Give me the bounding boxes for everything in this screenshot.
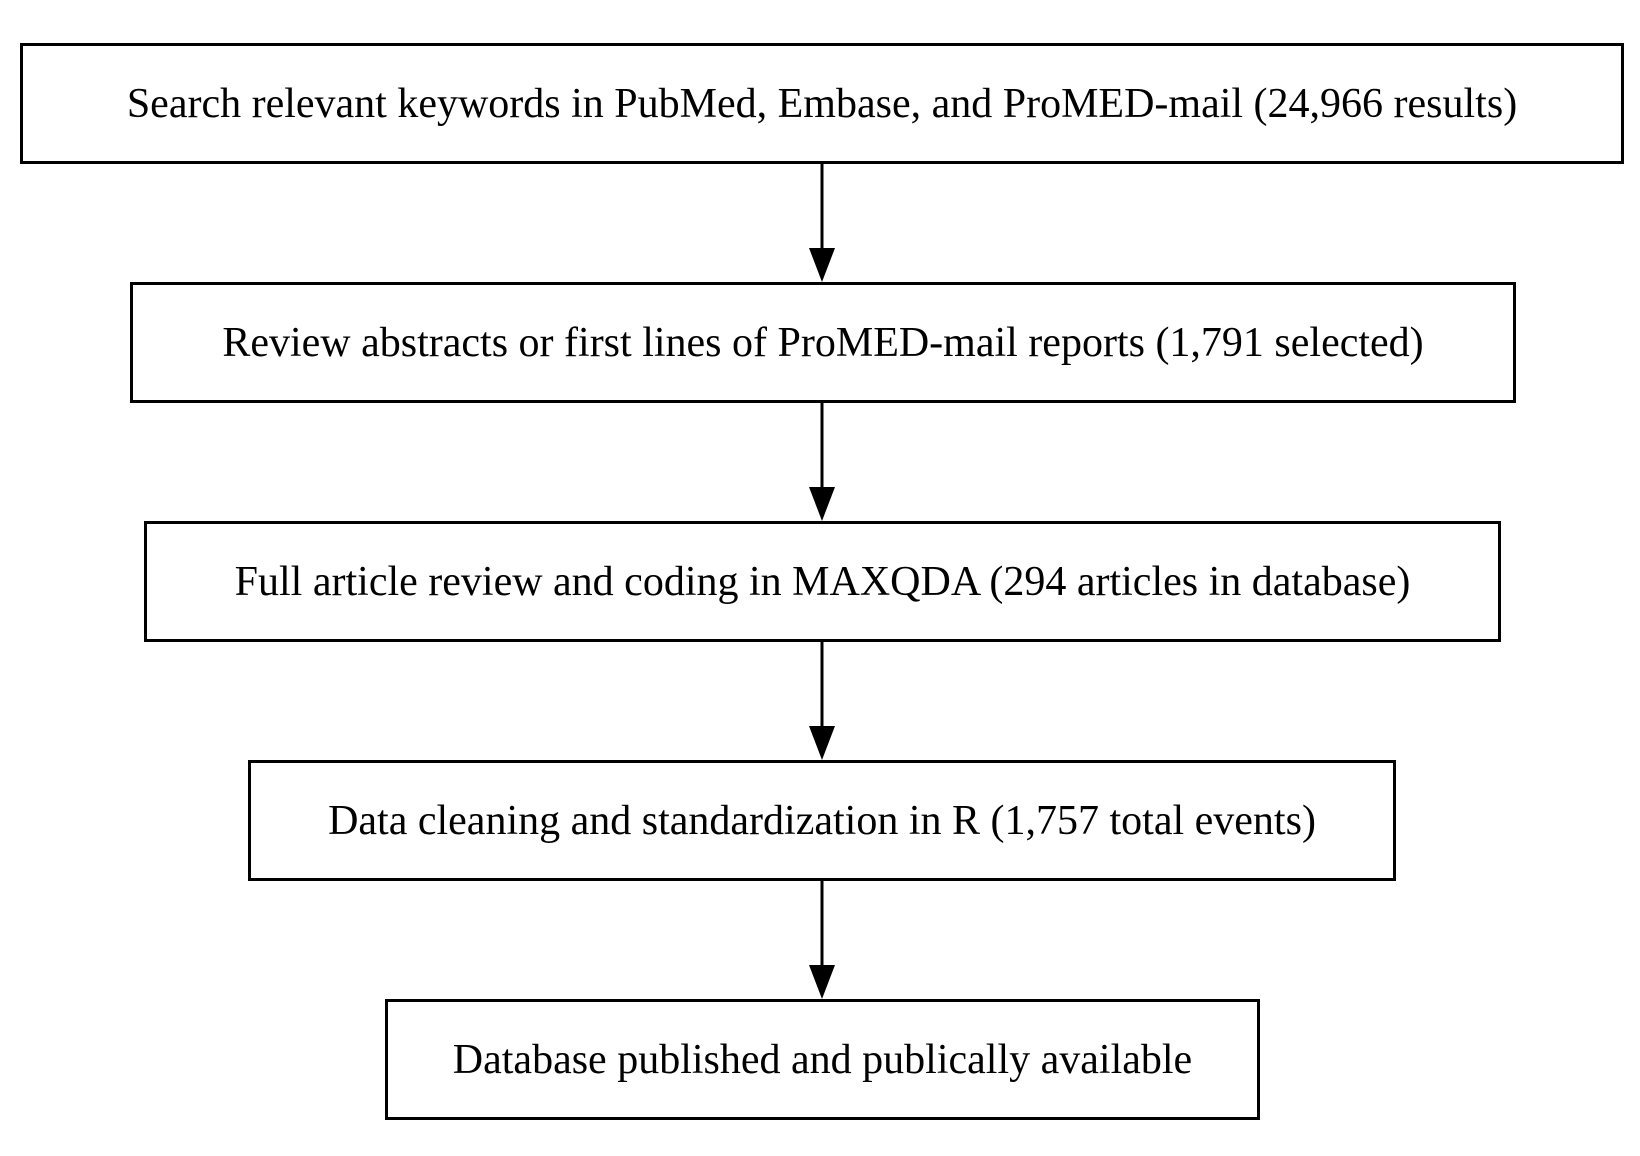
arrow-step3-to-step4 bbox=[809, 642, 835, 760]
arrow-head bbox=[809, 726, 835, 760]
step-search-keywords: Search relevant keywords in PubMed, Emba… bbox=[20, 43, 1624, 164]
step-data-cleaning: Data cleaning and standardization in R (… bbox=[248, 760, 1396, 881]
step-label: Review abstracts or first lines of ProME… bbox=[222, 319, 1424, 366]
step-label: Database published and publically availa… bbox=[452, 1036, 1193, 1083]
arrow-step1-to-step2 bbox=[809, 164, 835, 282]
arrow-step2-to-step3 bbox=[809, 403, 835, 521]
arrow-head bbox=[809, 965, 835, 999]
step-label: Data cleaning and standardization in R (… bbox=[328, 797, 1316, 844]
step-label: Search relevant keywords in PubMed, Emba… bbox=[126, 80, 1518, 127]
arrow-head bbox=[809, 248, 835, 282]
step-label: Full article review and coding in MAXQDA… bbox=[234, 558, 1411, 605]
step-full-article-review: Full article review and coding in MAXQDA… bbox=[144, 521, 1501, 642]
step-review-abstracts: Review abstracts or first lines of ProME… bbox=[130, 282, 1516, 403]
arrow-head bbox=[809, 487, 835, 521]
step-database-published: Database published and publically availa… bbox=[385, 999, 1260, 1120]
arrow-step4-to-step5 bbox=[809, 881, 835, 999]
